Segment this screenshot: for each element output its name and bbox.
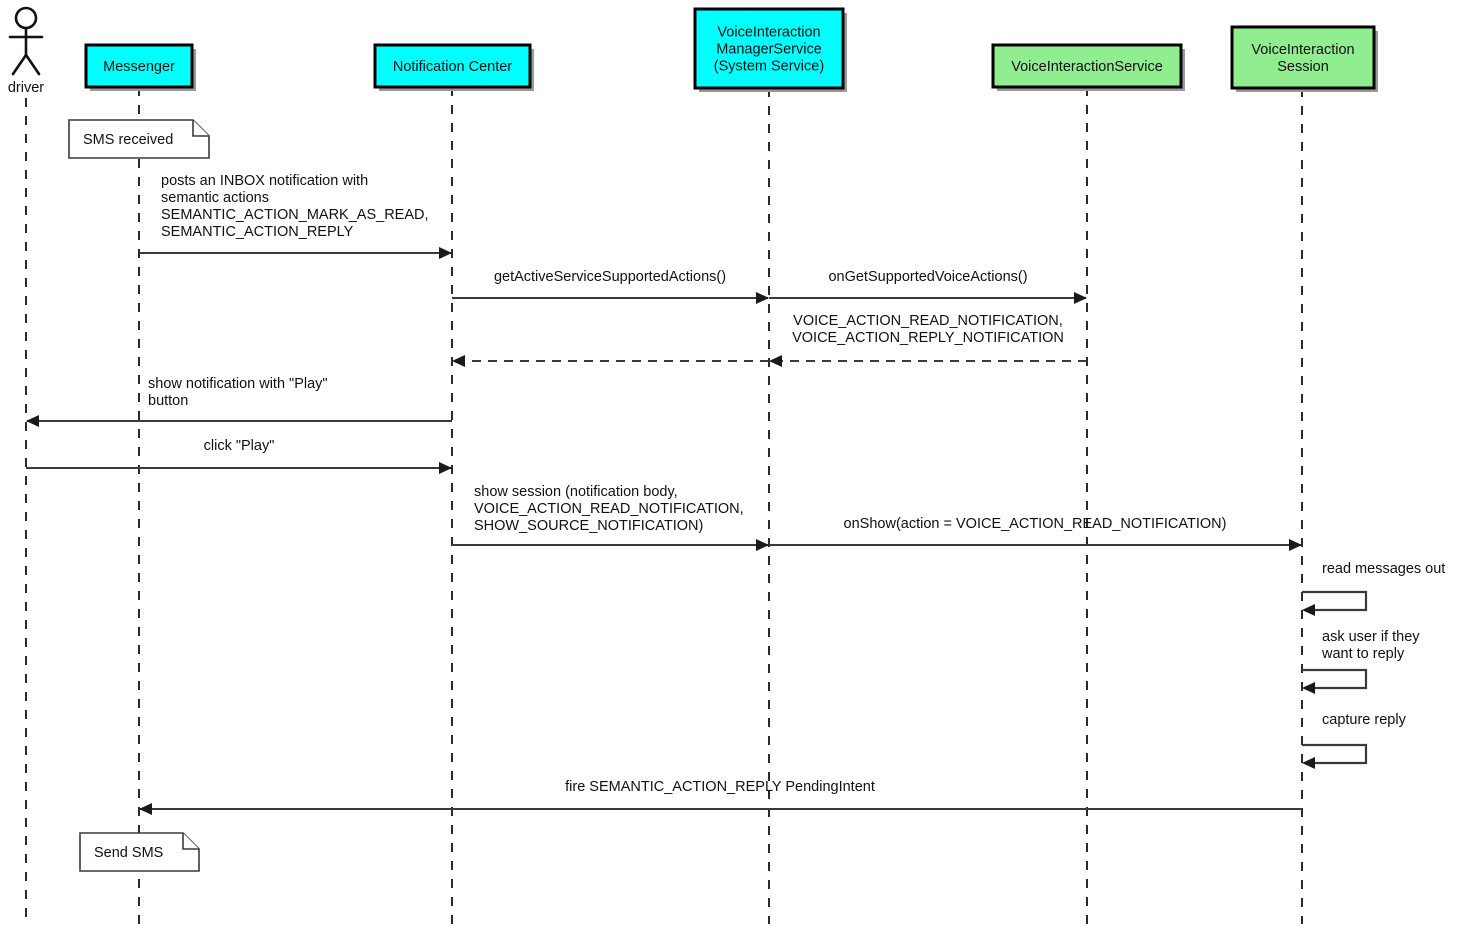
participant-label: Messenger: [103, 59, 175, 75]
participant-label: Session: [1277, 59, 1329, 75]
msg-on-show: onShow(action = VOICE_ACTION_READ_NOTIFI…: [769, 516, 1302, 551]
actor-leg-left-icon: [11, 53, 28, 76]
participant-box[interactable]: [84, 43, 194, 89]
actor-label-driver: driver: [8, 80, 44, 96]
note-text: Send SMS: [94, 845, 163, 861]
participant-label: ManagerService: [716, 42, 822, 58]
participant-box[interactable]: [991, 43, 1183, 89]
self-call-arrowhead-icon: [1302, 604, 1315, 616]
note-fold-corner-icon: [192, 120, 209, 137]
msg-show-notification-with-play-button: show notification with "Play"button: [26, 376, 452, 427]
participant-label: VoiceInteraction: [717, 25, 820, 41]
message-label: click "Play": [204, 438, 275, 454]
message-label: SHOW_SOURCE_NOTIFICATION): [474, 518, 703, 534]
message-arrowhead-icon: [439, 247, 452, 259]
actor-head-icon: [14, 6, 38, 30]
message-label: VOICE_ACTION_READ_NOTIFICATION,: [793, 313, 1063, 329]
message-arrowhead-icon: [26, 415, 39, 427]
note-text: SMS received: [83, 132, 173, 148]
message-arrowhead-icon: [756, 292, 769, 304]
actor-driver: driver: [8, 6, 44, 96]
message-arrowhead-icon: [439, 462, 452, 474]
message-arrowhead-icon: [139, 803, 152, 815]
message-label: VOICE_ACTION_READ_NOTIFICATION,: [474, 501, 744, 517]
self-call-arrowhead-icon: [1302, 682, 1315, 694]
note-shape: [79, 832, 200, 872]
participants-group: Messenger Notification Center VoiceInterac…: [84, 7, 1378, 92]
messages-group: posts an INBOX notification withsemantic…: [26, 173, 1302, 815]
selfcall-read-messages-out: read messages out: [1302, 561, 1445, 616]
participant-box[interactable]: [373, 43, 532, 89]
actors-group: driver: [8, 6, 44, 96]
message-label: VOICE_ACTION_REPLY_NOTIFICATION: [792, 330, 1064, 346]
participant-label: VoiceInteraction: [1251, 42, 1354, 58]
message-arrowhead-icon: [756, 539, 769, 551]
message-arrowhead-icon: [769, 355, 782, 367]
msg-return-voice-actions-to-vims: VOICE_ACTION_READ_NOTIFICATION,VOICE_ACT…: [769, 313, 1087, 367]
message-label: SEMANTIC_ACTION_MARK_AS_READ,: [161, 207, 429, 223]
msg-post-inbox-notification: posts an INBOX notification withsemantic…: [139, 173, 452, 259]
message-label: SEMANTIC_ACTION_REPLY: [161, 224, 354, 240]
participant-notification-center[interactable]: Notification Center: [373, 43, 534, 91]
message-label: posts an INBOX notification with: [161, 173, 368, 189]
message-arrowhead-icon: [1074, 292, 1087, 304]
participant-voice-interaction-service[interactable]: VoiceInteractionService: [991, 43, 1185, 91]
self-call-arrowhead-icon: [1302, 757, 1315, 769]
note-shape: [68, 119, 210, 159]
message-arrowhead-icon: [452, 355, 465, 367]
message-label: button: [148, 393, 188, 409]
msg-on-get-supported-voice-actions: onGetSupportedVoiceActions(): [769, 269, 1087, 304]
lifelines-group: [25, 87, 1303, 924]
participant-label: VoiceInteractionService: [1011, 59, 1163, 75]
message-label: getActiveServiceSupportedActions(): [494, 269, 726, 285]
self-call-label: ask user if they: [1322, 629, 1420, 645]
participant-messenger[interactable]: Messenger: [84, 43, 196, 91]
msg-click-play: click "Play": [26, 438, 452, 474]
participant-box[interactable]: [1230, 25, 1376, 90]
self-call-path: [1302, 743, 1368, 765]
note-fold-corner-icon: [182, 833, 199, 850]
participant-label: Notification Center: [393, 59, 512, 75]
msg-fire-semantic-action-reply-pendingintent: fire SEMANTIC_ACTION_REPLY PendingIntent: [139, 779, 1302, 815]
participant-label: (System Service): [714, 59, 824, 75]
message-label: semantic actions: [161, 190, 269, 206]
self-call-label: capture reply: [1322, 712, 1407, 728]
self-call-label: want to reply: [1321, 646, 1405, 662]
msg-get-active-service-supported-actions: getActiveServiceSupportedActions(): [452, 269, 769, 304]
note-send-sms: Send SMS: [79, 832, 200, 872]
message-label: fire SEMANTIC_ACTION_REPLY PendingIntent: [565, 779, 875, 795]
message-arrowhead-icon: [1289, 539, 1302, 551]
message-label: show notification with "Play": [148, 376, 328, 392]
msg-return-voice-actions-to-notification-center: [452, 355, 769, 367]
message-label: show session (notification body,: [474, 484, 678, 500]
actor-leg-right-icon: [24, 53, 41, 76]
self-call-path: [1302, 668, 1368, 690]
self-call-label: read messages out: [1322, 561, 1445, 577]
self-call-path: [1302, 590, 1368, 612]
participant-box[interactable]: [693, 7, 845, 90]
msg-show-session: show session (notification body,VOICE_AC…: [452, 484, 769, 551]
note-sms-received: SMS received: [68, 119, 210, 159]
message-label: onGetSupportedVoiceActions(): [828, 269, 1027, 285]
selfcall-capture-reply: capture reply: [1302, 712, 1407, 769]
message-label: onShow(action = VOICE_ACTION_READ_NOTIFI…: [844, 516, 1227, 532]
